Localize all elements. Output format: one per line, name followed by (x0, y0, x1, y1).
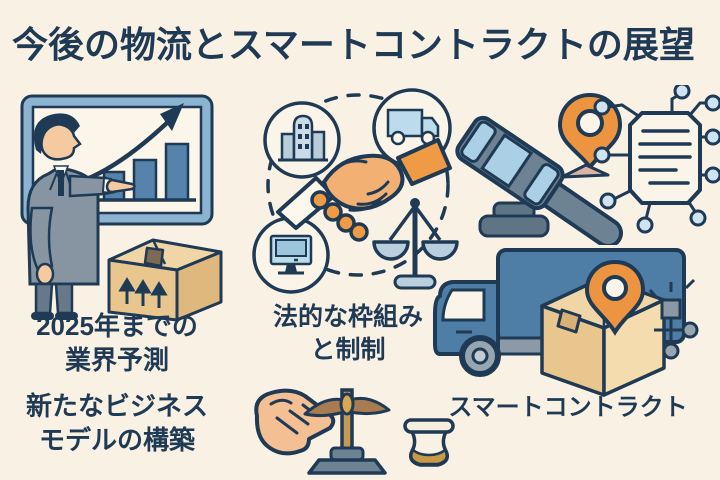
caption-line: 法的な枠組み (272, 303, 423, 331)
mini-network-icon (648, 278, 699, 360)
caption-industry-forecast: 2025年までの 業界予測 (8, 310, 226, 378)
presenter-person-icon (26, 113, 136, 320)
caption-smart-contract: スマートコントラクト (434, 392, 702, 423)
gavel-block-icon (478, 201, 550, 238)
balance-scale-icon (303, 388, 391, 475)
package-pin-icon (584, 259, 646, 336)
handshake-icon (276, 138, 452, 242)
presenter-whiteboard-svg (20, 94, 214, 320)
dashed-cycle-circle (266, 93, 450, 277)
smart-contract-document-icon (593, 85, 720, 234)
hand-icon (254, 388, 336, 456)
justice-scales-icon (372, 198, 459, 290)
legal-group-svg (455, 85, 720, 245)
partnership-handshake-icon (240, 82, 465, 302)
vessel-icon (403, 418, 455, 467)
caption-line: モデルの構築 (38, 424, 195, 455)
partnership-svg (252, 88, 459, 294)
hand-balance-svg (254, 388, 455, 475)
presenter-whiteboard-chart-icon (0, 88, 235, 328)
caption-line: 新たなビジネス (25, 391, 208, 421)
caption-business-model: 新たなビジネス モデルの構築 (4, 390, 230, 458)
legal-smartcontract-icons (450, 85, 720, 245)
caption-line: スマートコントラクト (448, 394, 688, 421)
hand-balance-scale-icon (243, 378, 455, 480)
page-title: 今後の物流とスマートコントラクトの展望 (12, 24, 695, 65)
package-box-svg (107, 238, 223, 322)
caption-line: と制制 (310, 335, 386, 364)
pin-shadow-icon (560, 163, 610, 179)
document-text-lines (638, 129, 692, 185)
delivery-truck-icon (428, 238, 720, 398)
caption-legal-framework: 法的な枠組み と制制 (246, 301, 450, 366)
caption-line: 業界予測 (64, 344, 169, 375)
truck-scene-svg (433, 248, 699, 397)
computer-monitor-icon (252, 216, 330, 294)
up-arrows-icon (118, 277, 168, 308)
caption-line: 2025年までの (36, 311, 198, 341)
building-icon (263, 101, 341, 179)
gavel-icon (455, 115, 623, 245)
package-box-icon (95, 224, 235, 324)
